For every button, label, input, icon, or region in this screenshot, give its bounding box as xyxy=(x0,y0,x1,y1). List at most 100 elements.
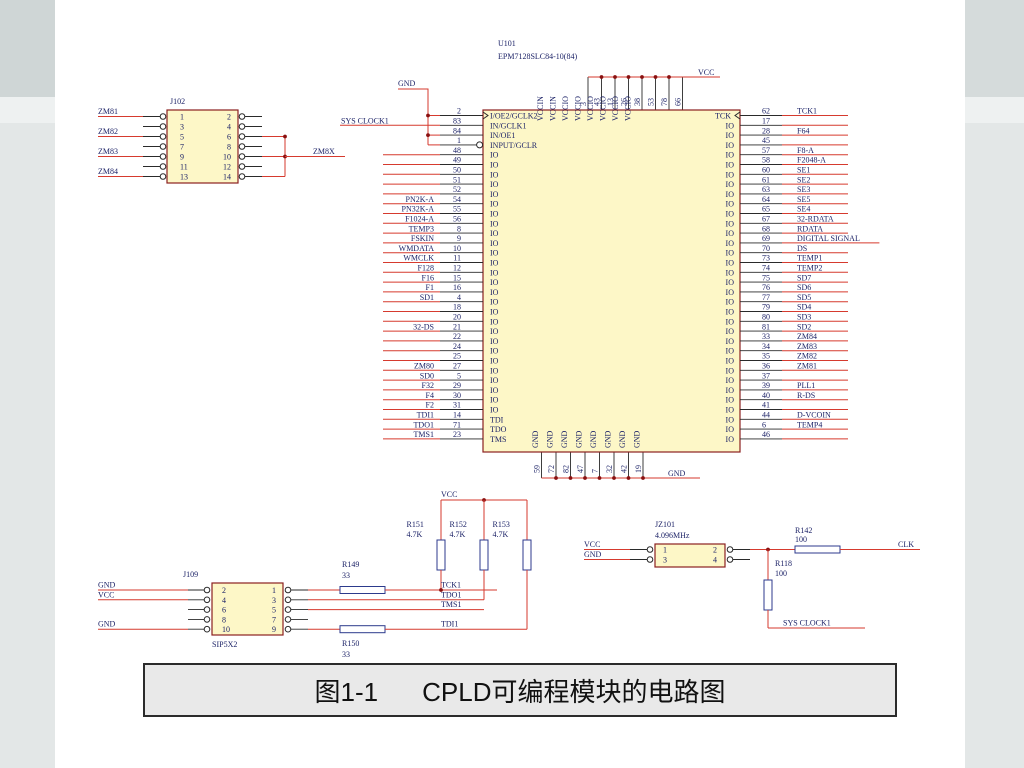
u101-ground-pin-number: 32 xyxy=(605,465,614,473)
j102-pin-circle xyxy=(238,123,246,130)
net-label: F2048-A xyxy=(797,156,826,165)
u101-right-pin-name: IO xyxy=(726,170,735,179)
gnd-net-label: GND xyxy=(668,469,686,478)
j102-pin-circle xyxy=(238,163,246,170)
j109-pin-number: 9 xyxy=(272,625,276,634)
gnd-net-label: GND xyxy=(398,79,416,88)
u101-left-pin-number: 16 xyxy=(453,283,461,292)
u101-left-pin-number: 51 xyxy=(453,175,461,184)
net-label: SD4 xyxy=(797,303,811,312)
u101-left-pin-name: IN/GCLK1 xyxy=(490,121,526,130)
u101-power-pin-name: VCCIO xyxy=(599,96,608,121)
net-label: SE2 xyxy=(797,175,810,184)
u101-right-pin-number: 64 xyxy=(762,195,770,204)
j102-pin-circle xyxy=(159,173,167,180)
net-label: TMS1 xyxy=(441,600,461,609)
u101-right-pin-name: IO xyxy=(726,435,735,444)
net-label: RDATA xyxy=(797,224,823,233)
u101-right-pin-number: 77 xyxy=(762,293,770,302)
u101-right-pin-name: IO xyxy=(726,239,735,248)
u101-right-pin-number: 39 xyxy=(762,381,770,390)
u101-right-pin-name: IO xyxy=(726,190,735,199)
u101-right-pin-number: 28 xyxy=(762,126,770,135)
net-label: ZM81 xyxy=(98,107,118,116)
u101-right-pin-name: IO xyxy=(726,219,735,228)
figure-number: 图1-1 xyxy=(314,676,379,707)
u101-right-pin-name: IO xyxy=(726,366,735,375)
u101-left-pin-name: TDI xyxy=(490,415,504,424)
u101-left-pin-name: IO xyxy=(490,278,499,287)
j102-pin-number: 2 xyxy=(227,113,231,122)
u101-right-pin-name: IO xyxy=(726,396,735,405)
u101-right-pin-name: IO xyxy=(726,357,735,366)
j102-pin-number: 6 xyxy=(227,133,231,142)
resistor-ref-label: R149 xyxy=(342,560,359,569)
u101-ground-pin-name: GND xyxy=(618,430,627,448)
jz101-body xyxy=(654,543,726,568)
series-resistor xyxy=(339,625,386,634)
net-label: TEMP3 xyxy=(409,224,434,233)
u101-left-pin-number: 30 xyxy=(453,391,461,400)
junction-dot xyxy=(599,75,604,79)
j109-pin-number: 2 xyxy=(222,586,226,595)
net-label: TDI1 xyxy=(417,411,434,420)
net-label: TEMP4 xyxy=(797,420,822,429)
j109-pin-circle xyxy=(203,596,211,604)
u101-right-pin-number: 45 xyxy=(762,136,770,145)
resistor-value-label: 100 xyxy=(775,569,787,578)
u101-left-pin-name: IO xyxy=(490,386,499,395)
u101-left-pin-number: 49 xyxy=(453,156,461,165)
u101-right-pin-number: 44 xyxy=(762,411,770,420)
u101-left-pin-number: 1 xyxy=(457,136,461,145)
net-label: TEMP2 xyxy=(797,264,822,273)
u101-power-pin-number: 3 xyxy=(579,102,588,106)
u101-ground-pin-name: GND xyxy=(560,430,569,448)
net-label: F1 xyxy=(426,283,434,292)
u101-right-pin-name: IO xyxy=(726,249,735,258)
u101-right-pin-number: 37 xyxy=(762,371,770,380)
u101-right-pin-name: IO xyxy=(726,415,735,424)
resistor-value-label: 33 xyxy=(342,650,350,659)
resistor-ref-label: R150 xyxy=(342,639,359,648)
u101-left-pin-name: IO xyxy=(490,376,499,385)
u101-right-pin-name: IO xyxy=(726,151,735,160)
junction-dot xyxy=(568,476,573,480)
u101-ground-pin-name: GND xyxy=(604,430,613,448)
jz101-pin-number: 1 xyxy=(663,546,667,555)
u101-power-pin-name: VCCIO xyxy=(624,96,633,121)
u101-right-pin-name: IO xyxy=(726,308,735,317)
net-label: D-VCOIN xyxy=(797,411,831,420)
u101-left-pin-name: IO xyxy=(490,200,499,209)
u101-ground-pin-name: GND xyxy=(531,430,540,448)
net-label: ZM84 xyxy=(98,167,118,176)
u101-right-pin-number: 63 xyxy=(762,185,770,194)
j109-pin-circle xyxy=(203,625,211,633)
u101-left-pin-number: 24 xyxy=(453,342,461,351)
u101-right-pin-name: IO xyxy=(726,376,735,385)
u101-left-pin-name: IO xyxy=(490,259,499,268)
net-label: SE4 xyxy=(797,205,810,214)
u101-right-pin-name: IO xyxy=(726,298,735,307)
jz101-pin-circle xyxy=(646,556,654,563)
net-label: TMS1 xyxy=(414,430,434,439)
u101-right-pin-number: 62 xyxy=(762,107,770,116)
u101-left-pin-number: 25 xyxy=(453,352,461,361)
pullup-resistor xyxy=(522,539,532,571)
junction-dot xyxy=(426,113,430,118)
u101-left-pin-name: I/OE2/GCLK2 xyxy=(490,112,538,121)
net-label: SE1 xyxy=(797,166,810,175)
j102-pin-number: 8 xyxy=(227,143,231,152)
j109-pin-circle xyxy=(203,606,211,613)
u101-left-pin-number: 48 xyxy=(453,146,461,155)
u101-left-pin-number: 27 xyxy=(453,362,461,371)
resistor-ref-label: R151 xyxy=(407,520,424,529)
u101-body xyxy=(482,109,741,453)
u101-left-pin-name: IO xyxy=(490,357,499,366)
u101-left-pin-number: 50 xyxy=(453,166,461,175)
j102-pin-circle xyxy=(159,163,167,170)
net-label: ZM83 xyxy=(797,342,817,351)
u101-part-label: EPM7128SLC84-10(84) xyxy=(498,52,577,61)
u101-power-pin-number: 26 xyxy=(620,98,629,106)
u101-ground-pin-name: GND xyxy=(546,430,555,448)
u101-left-pin-name: IO xyxy=(490,229,499,238)
